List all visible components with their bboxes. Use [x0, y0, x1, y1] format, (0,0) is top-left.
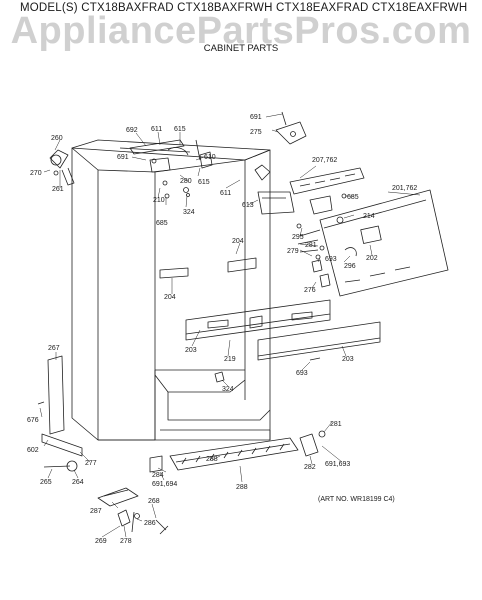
callout-264: 264	[72, 479, 84, 486]
model-header: MODEL(S) CTX18BAXFRAD CTX18BAXFRWH CTX18…	[20, 2, 468, 14]
callout-279: 279	[287, 248, 299, 255]
callout-296: 296	[344, 263, 356, 270]
mullion-bars	[185, 299, 381, 361]
callout-210: 210	[153, 197, 165, 204]
callout-691-694: 691,694	[152, 481, 177, 488]
callout-685: 685	[156, 220, 168, 227]
callout-602: 602	[27, 447, 39, 454]
callout-693: 693	[325, 256, 337, 263]
callout-295: 295	[292, 234, 304, 241]
callout-265: 265	[40, 479, 52, 486]
callout-613: 613	[242, 202, 254, 209]
callout-611: 611	[220, 190, 231, 197]
callout-288: 288	[206, 456, 218, 463]
callout-280: 280	[180, 178, 192, 185]
callout-204: 204	[232, 238, 244, 245]
callout-201-762: 201,762	[392, 185, 417, 192]
callout-611: 611	[151, 126, 162, 133]
control-panel	[297, 189, 449, 297]
callout-203: 203	[185, 347, 197, 354]
callout-267: 267	[48, 345, 60, 352]
section-title: CABINET PARTS	[203, 43, 279, 54]
callout-269: 269	[95, 538, 107, 545]
callout-214: 214	[363, 213, 375, 220]
callout-277: 277	[85, 460, 97, 467]
callout-207-762: 207,762	[312, 157, 337, 164]
callout-204: 204	[164, 294, 176, 301]
callout-286: 286	[144, 520, 156, 527]
callout-260: 260	[51, 135, 63, 142]
callout-324: 324	[183, 209, 195, 216]
callout-270: 270	[30, 170, 42, 177]
screws	[53, 158, 347, 260]
bottom-parts	[37, 357, 326, 535]
callout-261: 261	[52, 186, 64, 193]
callout-275: 275	[250, 129, 262, 136]
callout-610: 610	[204, 154, 216, 161]
callout-691: 691	[250, 114, 262, 121]
callout-281: 281	[330, 421, 342, 428]
callout-691: 691	[117, 154, 129, 161]
top-hinge-parts	[49, 111, 307, 186]
callout-282: 282	[304, 464, 316, 471]
callout-284: 284	[152, 472, 164, 479]
callout-615: 615	[198, 179, 210, 186]
callout-691-693: 691,693	[325, 461, 350, 468]
callout-324: 324	[222, 386, 234, 393]
callout-278: 278	[120, 538, 132, 545]
leader-lines	[39, 113, 421, 538]
side-panel	[47, 355, 65, 435]
art-number: (ART NO. WR18199 C4)	[318, 496, 395, 503]
callout-287: 287	[90, 508, 102, 515]
callout-288: 288	[236, 484, 248, 491]
callout-276: 276	[304, 287, 316, 294]
watermark: AppliancePartsPros.com	[10, 10, 472, 52]
callout-268: 268	[148, 498, 160, 505]
callout-219: 219	[224, 356, 236, 363]
temperature-control-assembly	[254, 164, 365, 215]
callout-202: 202	[366, 255, 378, 262]
callout-676: 676	[27, 417, 39, 424]
callout-203: 203	[342, 356, 354, 363]
callout-labels: 691 275 692 611 615 260 691 610 207,762 …	[27, 114, 417, 545]
callout-685: 685	[347, 194, 359, 201]
cabinet-body	[71, 139, 271, 441]
callout-692: 692	[126, 127, 138, 134]
callout-615: 615	[174, 126, 186, 133]
callout-281: 281	[305, 242, 317, 249]
callout-693: 693	[296, 370, 308, 377]
